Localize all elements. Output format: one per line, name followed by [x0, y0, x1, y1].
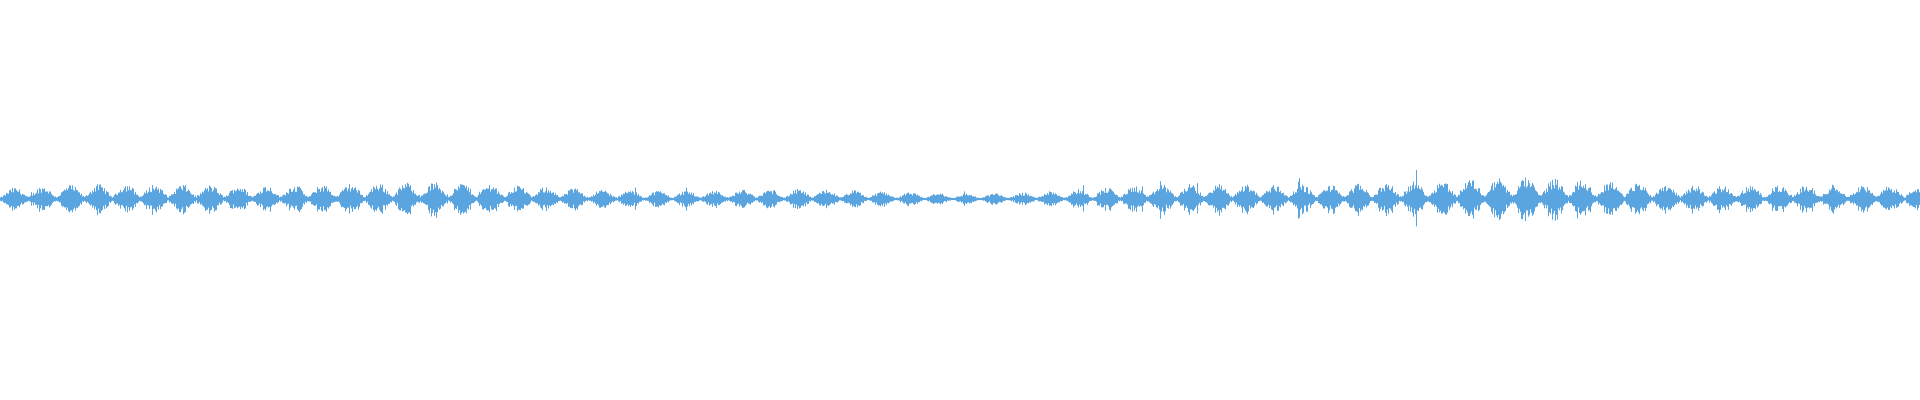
waveform-bars: [0, 170, 1920, 227]
